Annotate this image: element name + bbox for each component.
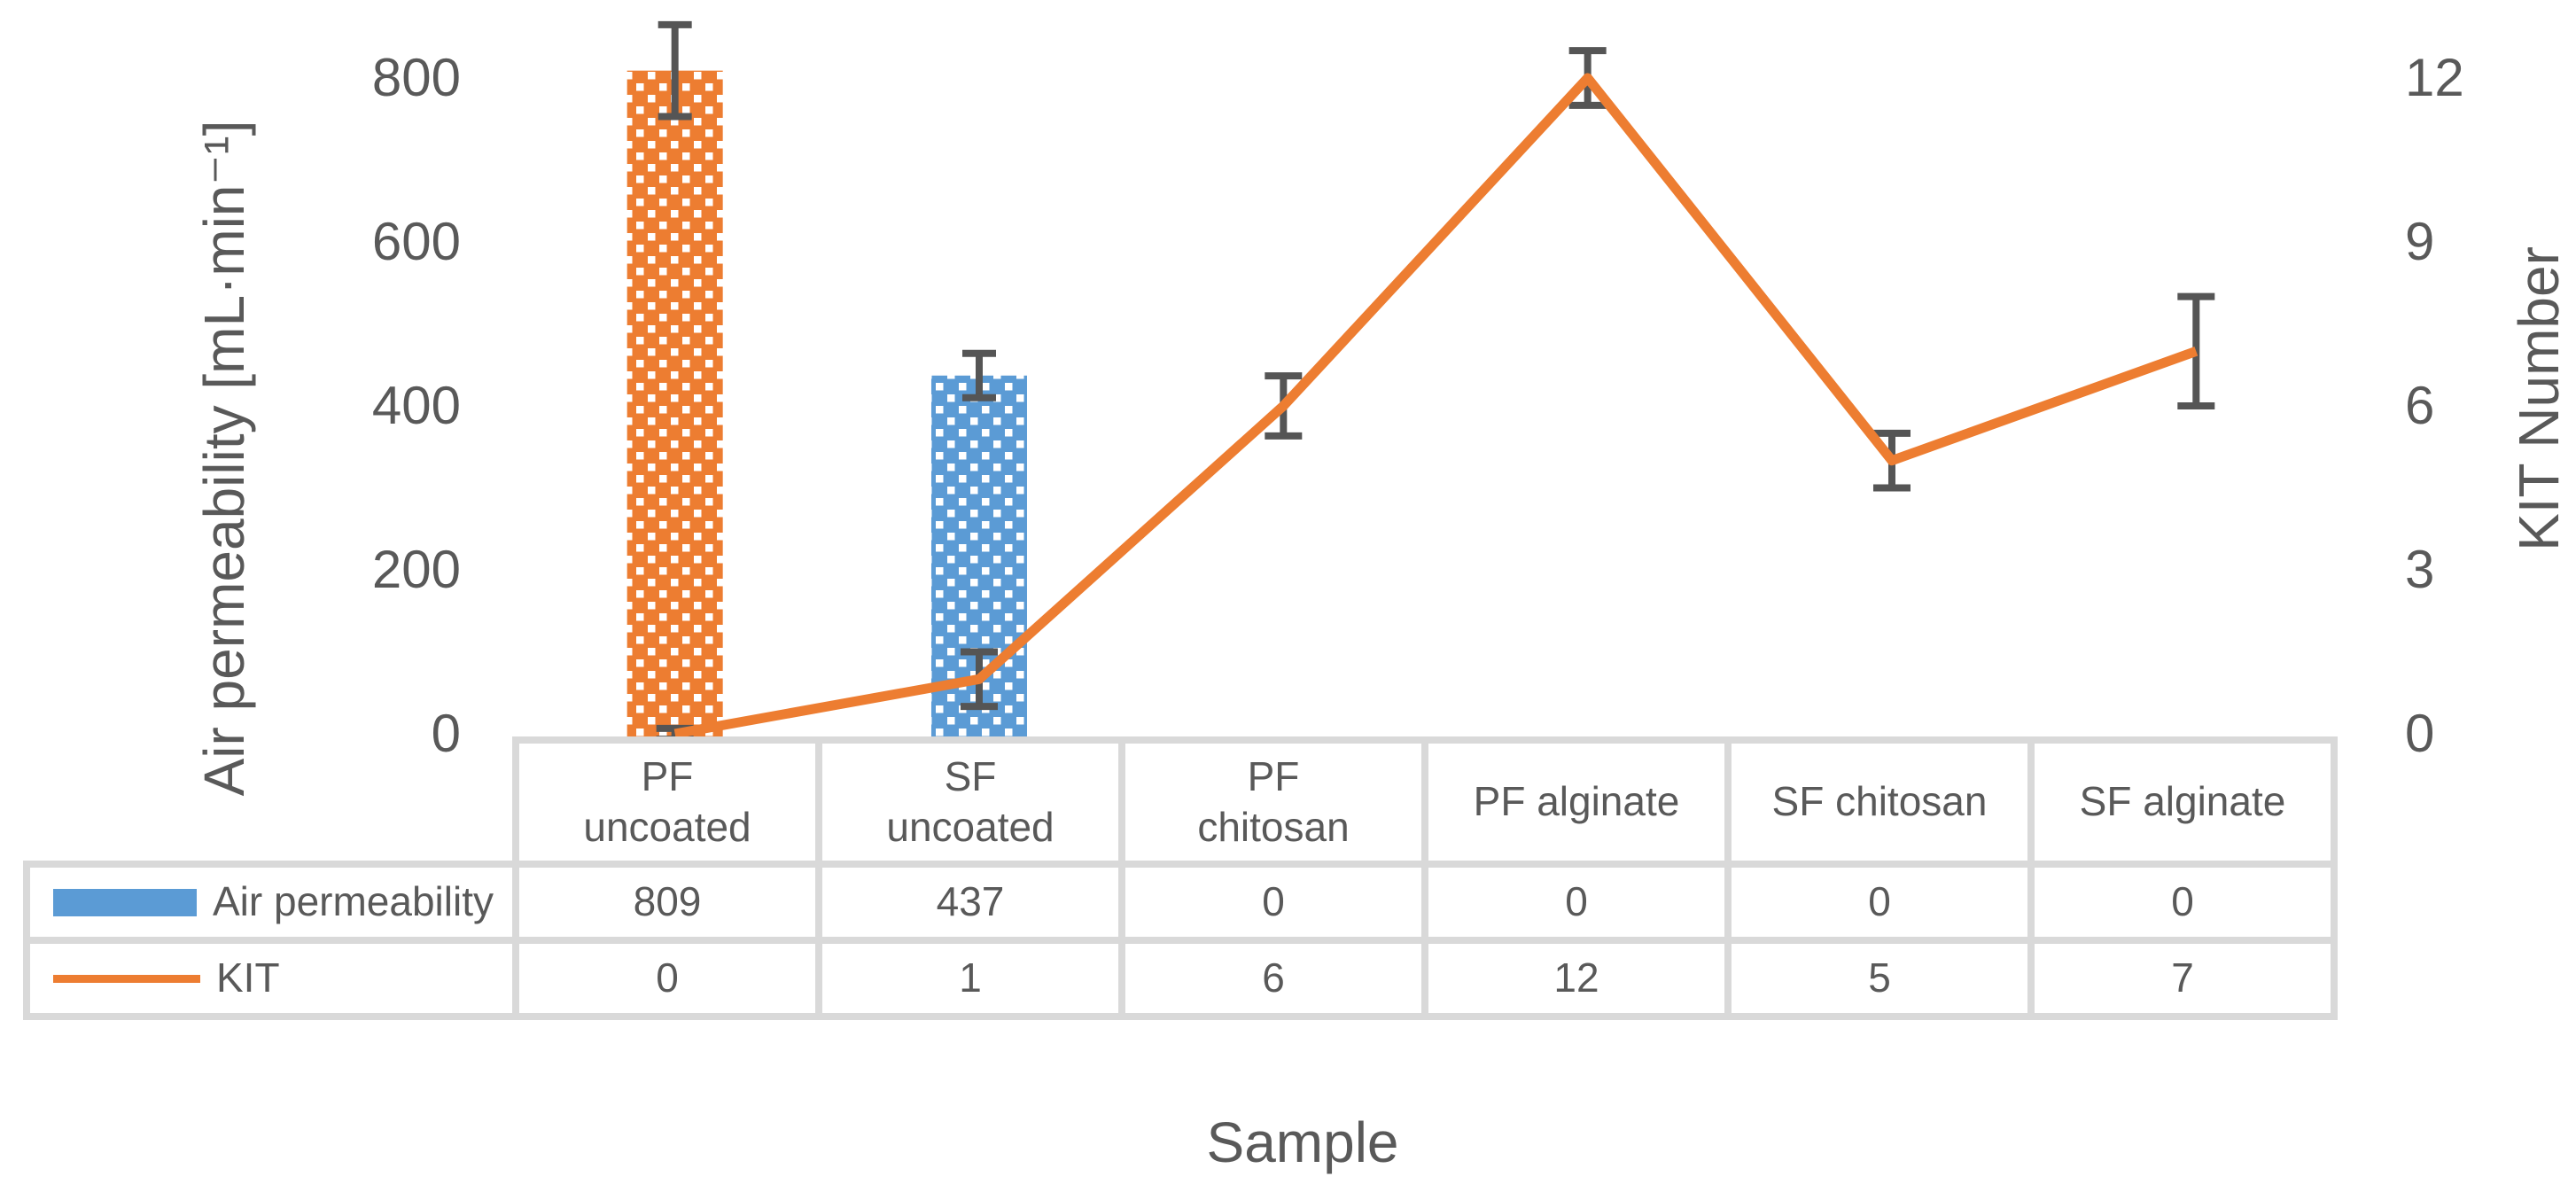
bar-error-bars-group bbox=[658, 20, 996, 401]
legend-label: KIT bbox=[216, 954, 280, 1001]
table-header-pf-uncoated: PF uncoated bbox=[512, 736, 822, 868]
legend-cell-air-permeability: Air permeability bbox=[23, 861, 519, 944]
right-axis-title: KIT Number bbox=[2507, 246, 2571, 551]
table-header-sf-chitosan: SF chitosan bbox=[1724, 736, 2035, 868]
kit-line bbox=[673, 73, 2199, 739]
table-value-row1-col4: 0 bbox=[1421, 861, 1732, 944]
table-header-pf-chitosan: PF chitosan bbox=[1118, 736, 1428, 868]
table-value-row2-col2: 1 bbox=[815, 937, 1125, 1020]
table-value-row1-col3: 0 bbox=[1118, 861, 1428, 944]
right-axis-tick-6: 6 bbox=[2405, 376, 2435, 435]
table-header-sf-uncoated: SF uncoated bbox=[815, 736, 1125, 868]
right-axis-tick-9: 9 bbox=[2405, 212, 2435, 271]
kit-line-group bbox=[673, 73, 2199, 739]
table-value-row1-col1: 809 bbox=[512, 861, 822, 944]
kit-legend-line-key bbox=[53, 974, 200, 983]
table-value-row1-col6: 0 bbox=[2027, 861, 2338, 944]
right-axis-tick-12: 12 bbox=[2405, 48, 2464, 107]
table-value-row2-col4: 12 bbox=[1421, 937, 1732, 1020]
table-header-pf-alginate: PF alginate bbox=[1421, 736, 1732, 868]
bars-group bbox=[626, 70, 1027, 740]
left-axis-tick-600: 600 bbox=[371, 212, 461, 271]
table-blank-cell bbox=[27, 740, 516, 864]
table-value-row1-col5: 0 bbox=[1724, 861, 2035, 944]
right-axis-tick-3: 3 bbox=[2405, 540, 2435, 599]
table-header-sf-alginate: SF alginate bbox=[2027, 736, 2338, 868]
left-axis-tick-0: 0 bbox=[431, 704, 461, 763]
left-axis-tick-200: 200 bbox=[371, 540, 461, 599]
table-value-row2-col5: 5 bbox=[1724, 937, 2035, 1020]
legend-cell-kit: KIT bbox=[23, 937, 519, 1020]
table-value-row2-col1: 0 bbox=[512, 937, 822, 1020]
table-value-row1-col2: 437 bbox=[815, 861, 1125, 944]
air-permeability-legend-swatch bbox=[53, 888, 197, 916]
left-axis-tick-400: 400 bbox=[371, 376, 461, 435]
bar-pf-uncoated bbox=[626, 70, 723, 740]
right-axis-tick-0: 0 bbox=[2405, 704, 2435, 763]
table-value-row2-col3: 6 bbox=[1118, 937, 1428, 1020]
table-value-row2-col6: 7 bbox=[2027, 937, 2338, 1020]
legend-label: Air permeability bbox=[213, 878, 494, 925]
line-error-bars-group bbox=[656, 47, 2215, 744]
x-axis-title: Sample bbox=[1206, 1110, 1399, 1174]
left-axis-tick-800: 800 bbox=[371, 48, 461, 107]
